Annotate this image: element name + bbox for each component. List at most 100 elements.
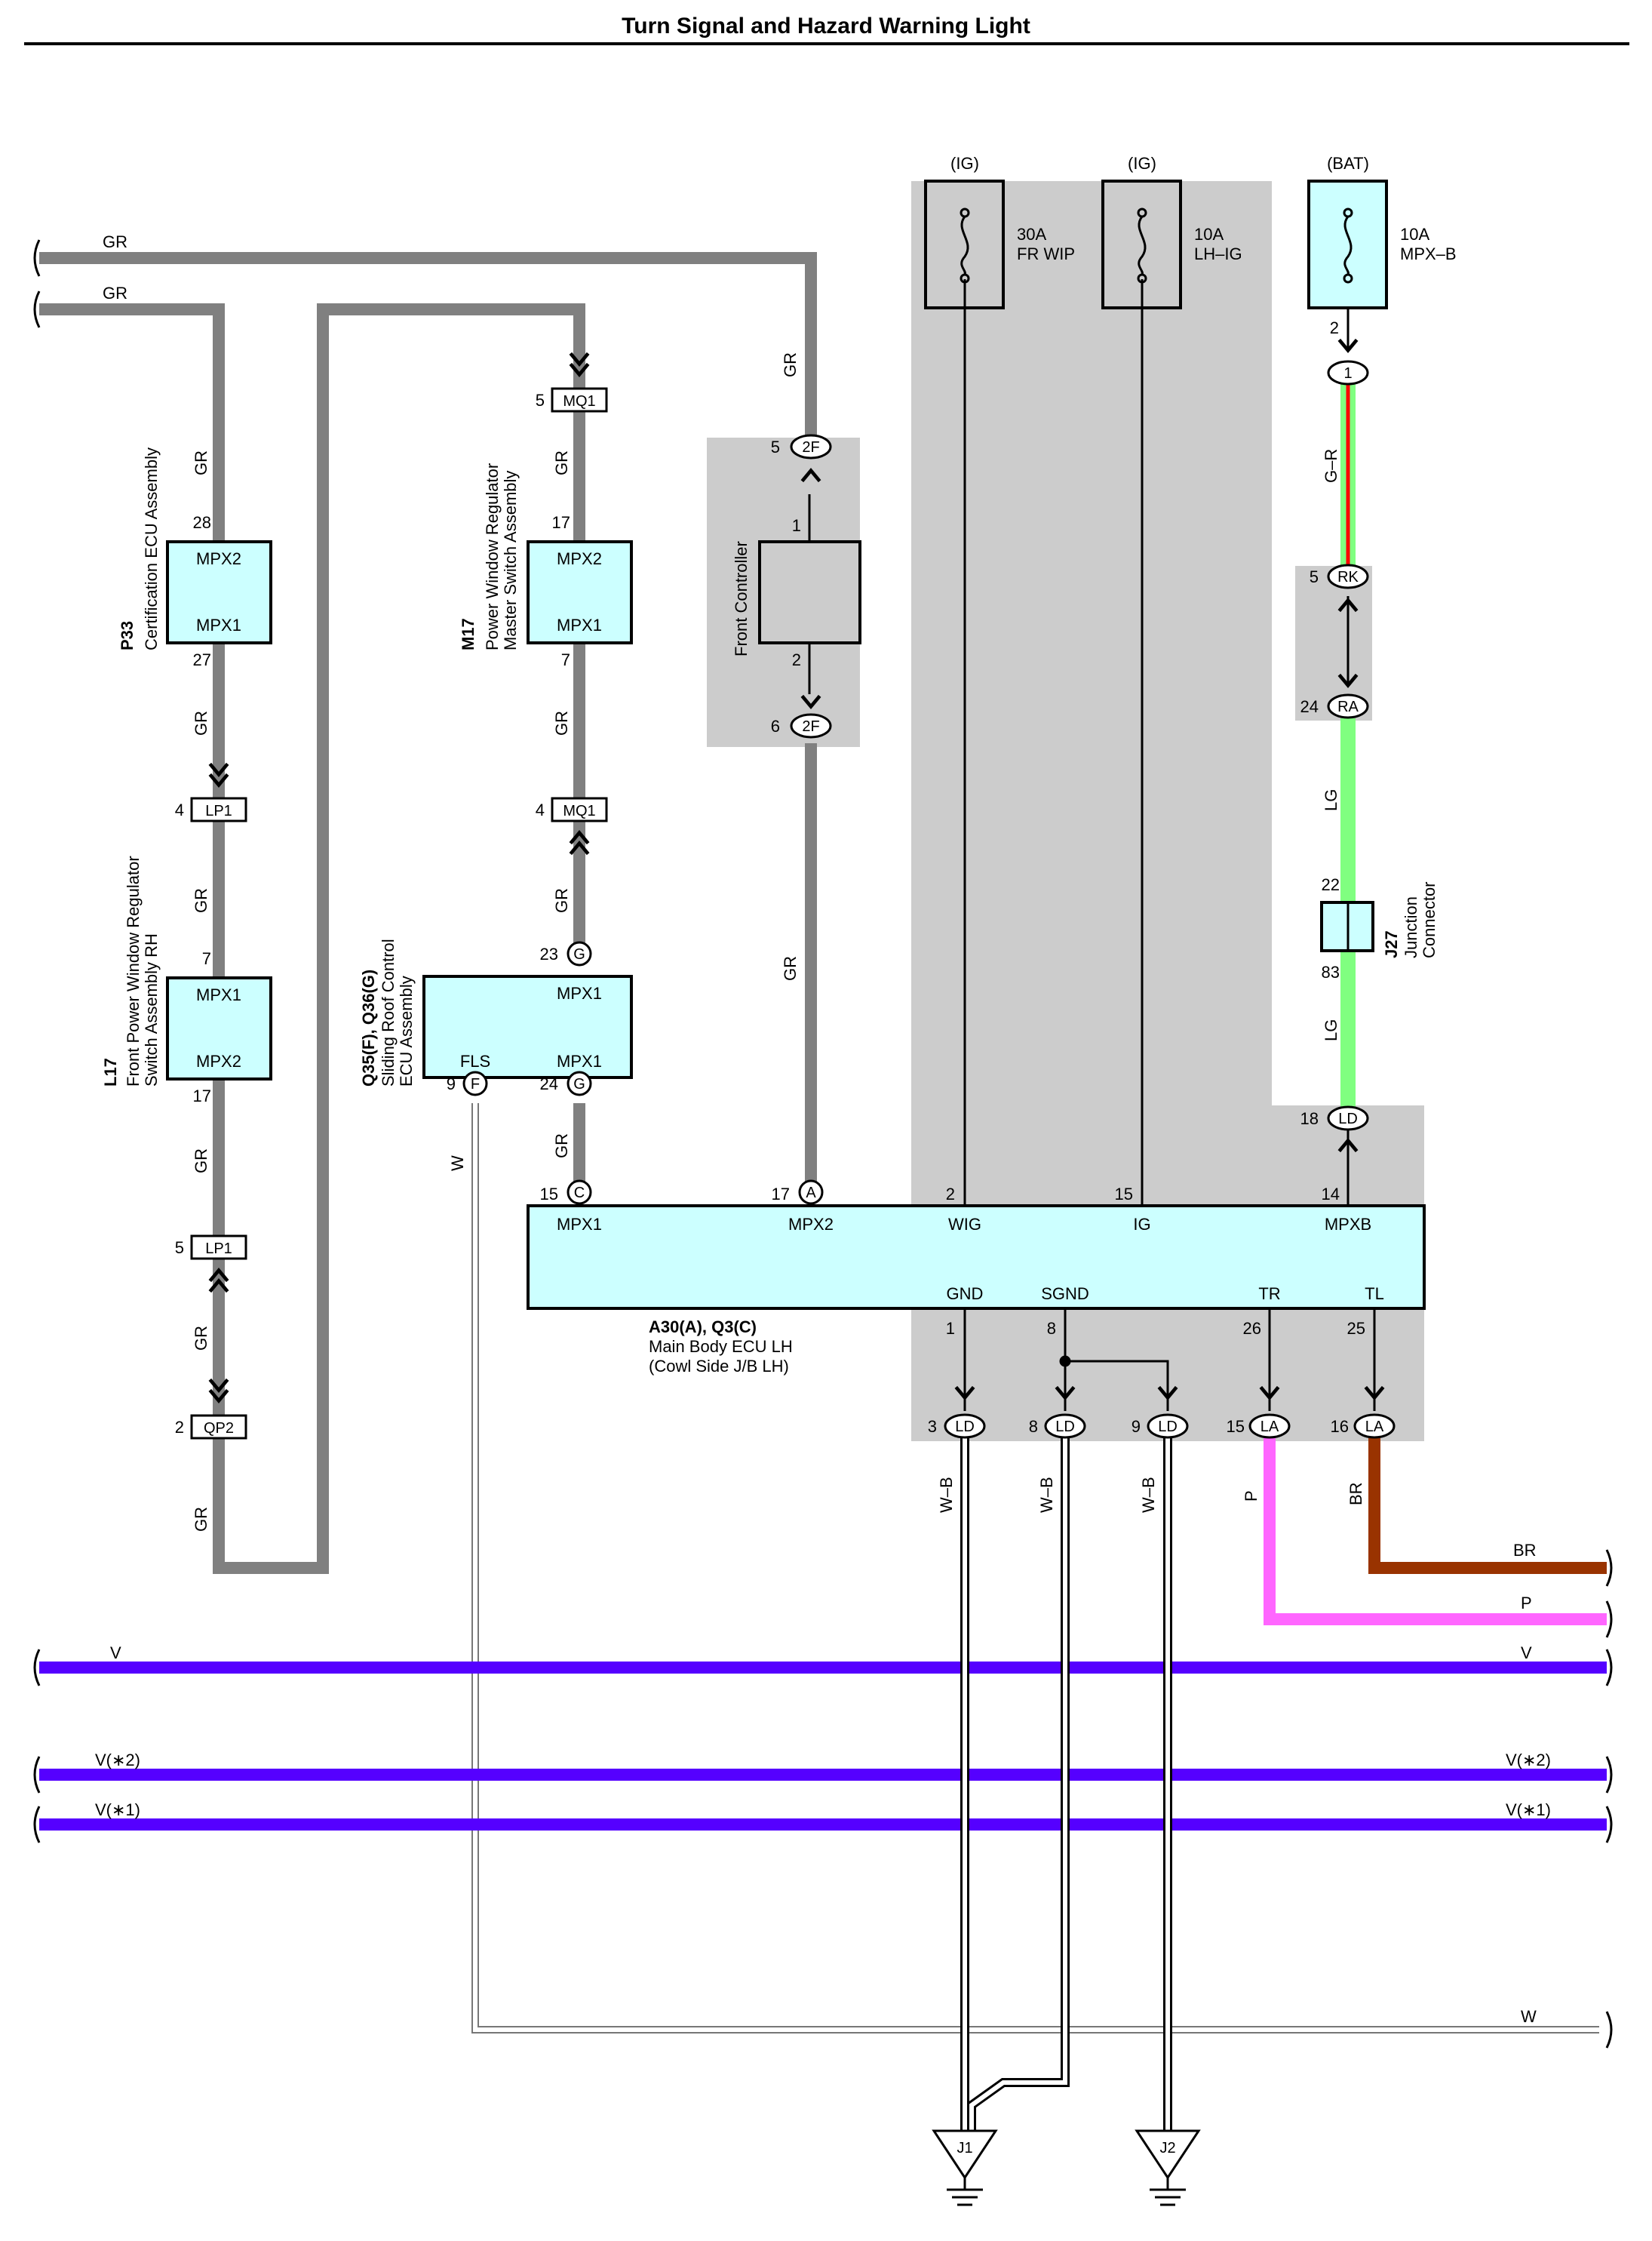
fuse-source: (BAT) [1327, 154, 1369, 173]
wire-label-br: BR [1513, 1541, 1537, 1560]
fuse-name: FR WIP [1017, 244, 1075, 263]
ecu-pin-num: 14 [1322, 1185, 1340, 1204]
main-body-ecu: MPX1 MPX2 WIG IG MPXB 15 17 2 15 14 GND … [527, 1185, 1426, 1376]
wire-label-gr: GR [552, 711, 571, 736]
wire-label-v1: V(∗1) [95, 1800, 140, 1819]
p33-name: Certification ECU Assembly [142, 447, 161, 650]
connector-ld-18: LD 18 [1300, 1105, 1369, 1151]
wire-label-lg: LG [1322, 1019, 1340, 1041]
connector-id: 1 [1343, 365, 1352, 382]
p-wire [1264, 1437, 1607, 1625]
j27-bottom-number: 83 [1322, 963, 1340, 982]
p33-pin-bottom-number: 27 [193, 650, 211, 669]
connector-id: LP1 [205, 803, 232, 819]
p33-component: MPX2 MPX1 28 27 P33 Certification ECU As… [118, 447, 272, 669]
wire-label-gr: GR [192, 1326, 210, 1351]
connector-pin: 4 [175, 801, 184, 819]
connector-mq1-top: MQ1 5 [536, 353, 608, 413]
p33-pin-bottom-label: MPX1 [196, 616, 241, 635]
wire-label-gr: GR [781, 956, 800, 981]
connector-id: RK [1337, 569, 1359, 586]
m17-code: M17 [459, 618, 477, 650]
wire-label-gr: GR [192, 888, 210, 913]
q35-q36-component: MPX1 FLS MPX1 Q35(F), Q36(G) Sliding Roo… [359, 939, 633, 1087]
wire-label-gr: GR [192, 1148, 210, 1173]
q35-pin-mpx1-top: MPX1 [557, 984, 602, 1003]
ecu-pin-tr: TR [1258, 1284, 1280, 1303]
l17-name-line1: Front Power Window Regulator [124, 856, 143, 1087]
connector-pin: 24 [1300, 697, 1319, 716]
connector-id: MQ1 [563, 803, 595, 819]
gr-wires [39, 252, 817, 1574]
connector-ecu-a: A [798, 1179, 824, 1205]
ecu-name-line2: (Cowl Side J/B LH) [649, 1357, 789, 1376]
connector-ra: RA 24 [1300, 675, 1369, 719]
wire-label-gr: GR [781, 352, 800, 377]
fuse-rating: 30A [1017, 225, 1046, 244]
diagram-title: Turn Signal and Hazard Warning Light [622, 14, 1030, 38]
j27-name-line2: Connector [1420, 881, 1439, 958]
l17-component: MPX1 MPX2 7 17 L17 Front Power Window Re… [101, 856, 272, 1105]
ecu-pin-sgnd: SGND [1041, 1284, 1089, 1303]
ecu-name-line1: Main Body ECU LH [649, 1337, 793, 1356]
gr-wire-top [39, 252, 817, 445]
ecu-code: A30(A), Q3(C) [649, 1317, 757, 1336]
wire-label-gr: GR [552, 450, 571, 475]
wire-label-w-b: W–B [1037, 1477, 1056, 1513]
l17-pin-top-label: MPX1 [196, 985, 241, 1004]
connector-id: LD [955, 1419, 975, 1435]
connector-pin: 18 [1300, 1109, 1319, 1128]
m17-pin-bottom-number: 7 [561, 650, 570, 669]
ecu-pin-num: 8 [1047, 1319, 1056, 1338]
j27-component: 22 83 J27 Junction Connector [1320, 875, 1439, 982]
wire-label-p: P [1521, 1594, 1532, 1612]
ground-j1: J1 [932, 2129, 998, 2206]
front-controller-name: Front Controller [732, 541, 751, 656]
connector-la-15: LA 15 [1227, 1387, 1291, 1439]
m17-component: MPX2 MPX1 17 7 M17 Power Window Regulato… [459, 463, 633, 669]
fuse-source: (IG) [1128, 154, 1156, 173]
connector-ld-9: LD 9 [1132, 1387, 1189, 1439]
wire-label-v2: V(∗2) [95, 1751, 140, 1769]
ecu-pin-num: 1 [946, 1319, 955, 1338]
ecu-pin-num: 15 [540, 1185, 558, 1204]
wire-label-w: W [1521, 2007, 1537, 2026]
connector-rk: RK 5 [1310, 564, 1369, 611]
connector-id: LA [1365, 1419, 1384, 1435]
j27-code: J27 [1382, 930, 1401, 958]
fuse-rating: 10A [1194, 225, 1224, 244]
fuse-fr-wip: (IG) 30A FR WIP [924, 154, 1075, 309]
connector-2f-bottom: 2F 6 [771, 696, 832, 739]
fuse-lh-ig: (IG) 10A LH–IG [1101, 154, 1242, 309]
l17-name-line2: Switch Assembly RH [142, 933, 161, 1087]
wire-label-v1: V(∗1) [1506, 1800, 1551, 1819]
connector-id: LD [1158, 1419, 1178, 1435]
l17-code: L17 [101, 1058, 120, 1087]
wire-break-marks [33, 239, 1613, 2049]
wire-label-gr: GR [103, 232, 127, 251]
wire-label-gr: GR [552, 1133, 571, 1158]
wire-label-v2: V(∗2) [1506, 1751, 1551, 1769]
connector-id: 2F [802, 718, 819, 735]
ground-j2: J2 [1135, 2129, 1201, 2206]
m17-name-line2: Master Switch Assembly [501, 471, 520, 650]
fuse-name: LH–IG [1194, 244, 1242, 263]
connector-id: LP1 [205, 1240, 232, 1257]
ecu-pin-ig: IG [1133, 1215, 1150, 1234]
ground-label: J2 [1159, 2140, 1175, 2156]
fuse-source: (IG) [950, 154, 979, 173]
connector-id: LD [1338, 1111, 1358, 1127]
connector-id: F [471, 1076, 480, 1093]
ecu-pin-num: 17 [772, 1185, 790, 1204]
wire-labels: GR GR GR GR GR GR GR GR GR GR GR GR GR G… [95, 232, 1551, 2026]
wire-label-w: W [448, 1155, 467, 1171]
connector-pin: 16 [1331, 1417, 1349, 1436]
connector-ld-3: LD 3 [928, 1387, 986, 1439]
p33-pin-top-number: 28 [193, 513, 211, 532]
connector-pin: 8 [1029, 1417, 1038, 1436]
ground-label: J1 [957, 2140, 972, 2156]
ecu-pin-wig: WIG [948, 1215, 981, 1234]
wb-wires [960, 1437, 1172, 2131]
connector-ecu-c: C [567, 1179, 592, 1205]
